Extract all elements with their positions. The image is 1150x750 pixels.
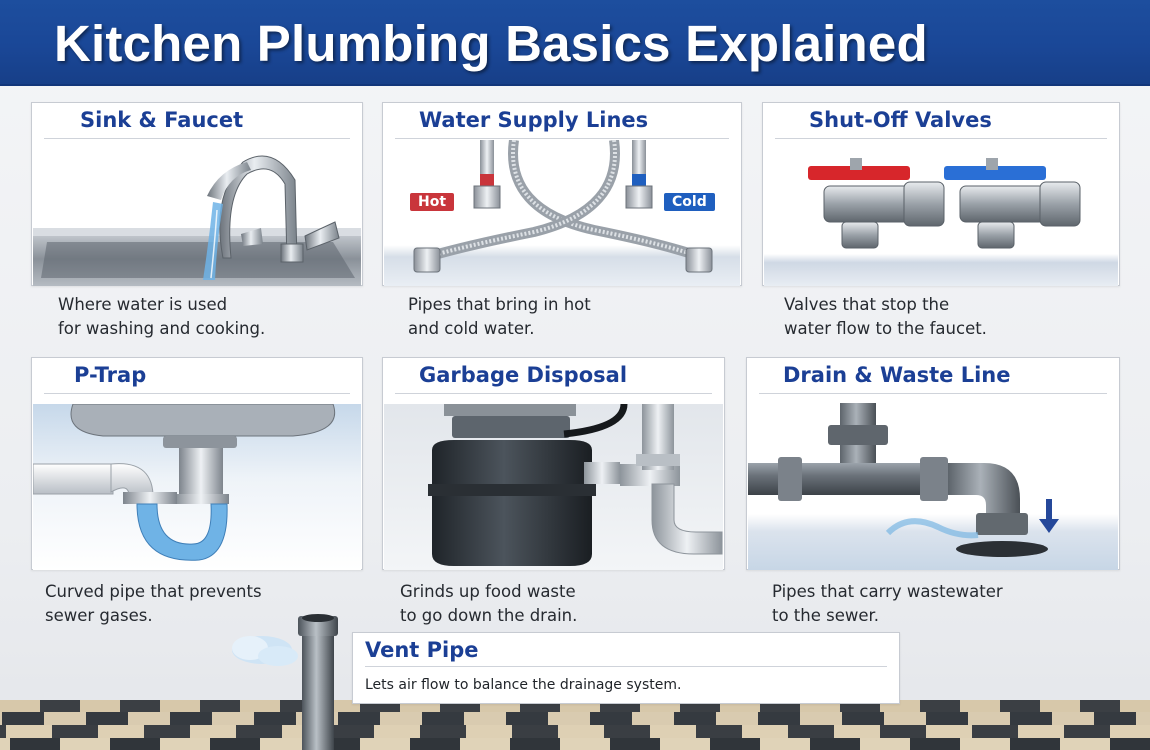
card-shutoff-valves: Shut-Off Valves xyxy=(762,102,1120,286)
drain-pipe-icon xyxy=(748,403,1048,557)
valve-icon xyxy=(808,158,1081,249)
faucet-icon xyxy=(33,155,361,286)
card-description: Curved pipe that prevents sewer gases. xyxy=(45,582,262,625)
card-title: Vent Pipe xyxy=(353,633,899,667)
card-description: Grinds up food waste to go down the drai… xyxy=(400,582,578,625)
p-trap-pipe-icon xyxy=(33,404,335,561)
card-sink-faucet: Sink & Faucet xyxy=(31,102,363,286)
down-arrow-icon xyxy=(1039,499,1059,533)
drain-waste-illustration xyxy=(748,395,1118,570)
garbage-disposal-illustration xyxy=(384,404,723,570)
card-title: Water Supply Lines xyxy=(383,103,741,139)
card-vent-pipe: Vent Pipe Lets air flow to balance the d… xyxy=(352,632,900,704)
card-title: Garbage Disposal xyxy=(383,358,724,394)
header-banner: Kitchen Plumbing Basics Explained xyxy=(0,0,1150,86)
card-water-supply-lines: Water Supply Lines Hot Cold xyxy=(382,102,742,286)
page-title: Kitchen Plumbing Basics Explained xyxy=(54,15,928,72)
card-title: P-Trap xyxy=(32,358,362,394)
card-title: Sink & Faucet xyxy=(32,103,362,139)
card-description: Valves that stop the water flow to the f… xyxy=(784,295,987,338)
checkered-floor xyxy=(0,700,1150,750)
card-description: Where water is used for washing and cook… xyxy=(58,295,266,338)
card-p-trap: P-Trap xyxy=(31,357,363,570)
vent-pipe-icon xyxy=(232,614,338,750)
cold-label: Cold xyxy=(664,193,715,211)
shutoff-valves-illustration xyxy=(764,140,1118,286)
disposal-unit-icon xyxy=(428,404,723,566)
card-garbage-disposal: Garbage Disposal xyxy=(382,357,725,570)
supply-lines-illustration: Hot Cold xyxy=(384,140,740,286)
sink-faucet-illustration xyxy=(33,140,361,286)
card-title: Shut-Off Valves xyxy=(763,103,1119,139)
card-description: Pipes that carry wastewater to the sewer… xyxy=(772,582,1003,625)
card-description: Pipes that bring in hot and cold water. xyxy=(408,295,591,338)
hot-label: Hot xyxy=(410,193,455,211)
card-drain-waste-line: Drain & Waste Line xyxy=(746,357,1120,570)
supply-hose-icon xyxy=(413,140,713,273)
vent-description: Lets air flow to balance the drainage sy… xyxy=(365,677,682,693)
card-title: Drain & Waste Line xyxy=(747,358,1119,394)
p-trap-illustration xyxy=(33,404,361,570)
